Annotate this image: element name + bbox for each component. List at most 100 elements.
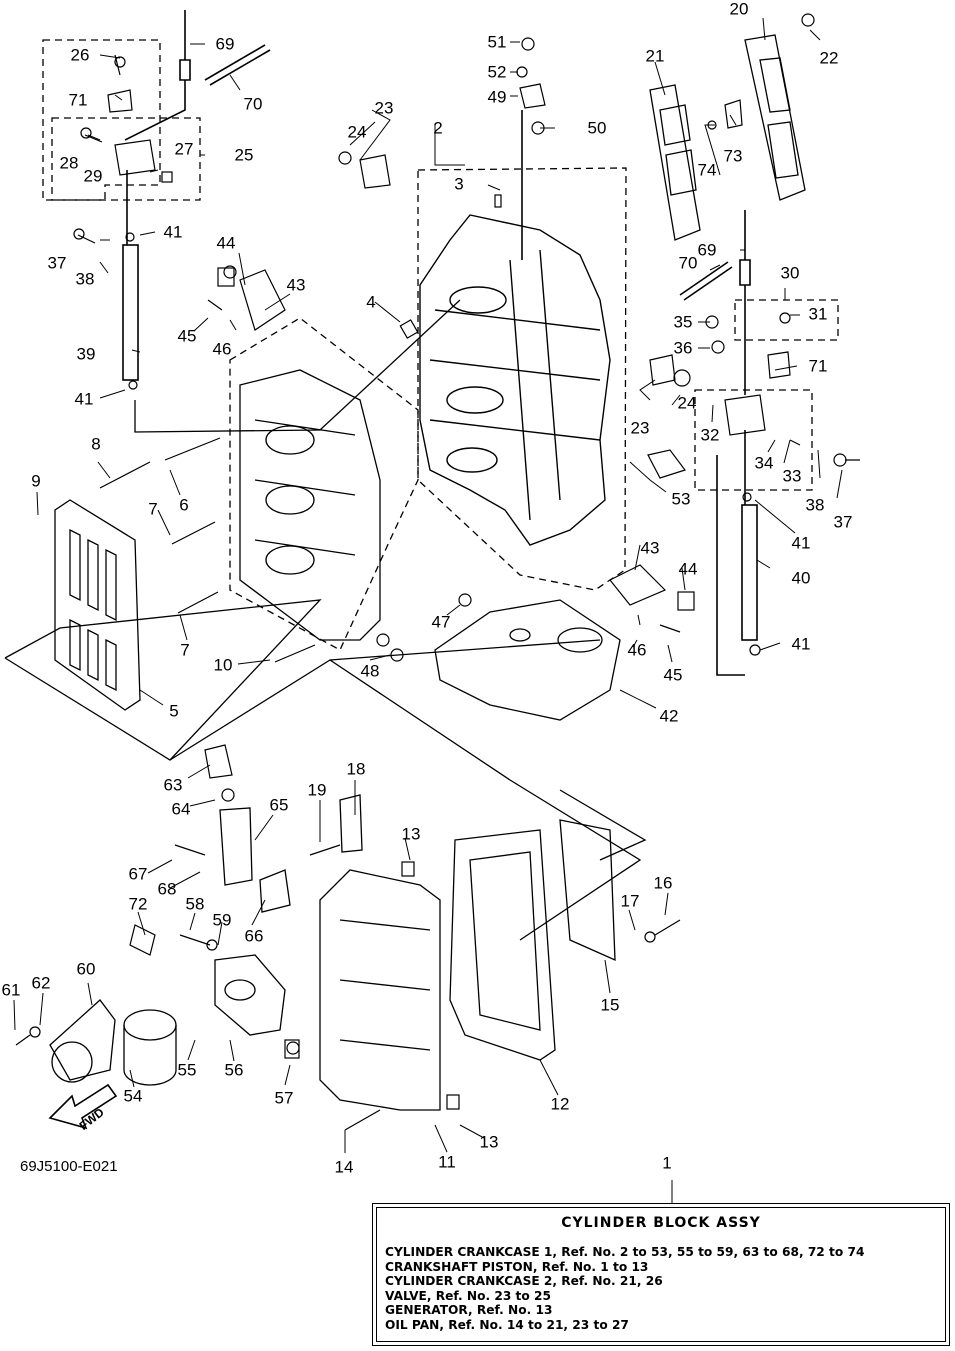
dashed-group-boxes [42, 39, 839, 651]
callout-label: 13 [401, 824, 421, 844]
gasket-42 [434, 599, 621, 721]
callout-label: 21 [645, 46, 665, 66]
callout-label: 34 [754, 453, 774, 473]
callout-label: 40 [791, 568, 811, 588]
callout-label: 18 [346, 759, 366, 779]
callout-label: 3 [454, 174, 464, 194]
callout-label: 71 [808, 356, 828, 376]
callout-label: 14 [334, 1157, 354, 1177]
callout-label: 69 [215, 34, 235, 54]
callout-label: 37 [833, 512, 853, 532]
callout-label: 29 [83, 166, 103, 186]
cylinder-block [419, 214, 611, 546]
callout-label: 23 [630, 418, 650, 438]
callout-label: 41 [791, 533, 811, 553]
callout-label: 22 [819, 48, 839, 68]
callout-label: 30 [780, 263, 800, 283]
callout-label: 7 [148, 499, 158, 519]
exhaust-cover-plate [54, 499, 141, 711]
callout-label: 19 [307, 780, 327, 800]
callout-label: 9 [31, 471, 41, 491]
callout-label: 16 [653, 873, 673, 893]
legend-line: OIL PAN, Ref. No. 14 to 21, 23 to 27 [385, 1317, 629, 1332]
callout-label: 54 [123, 1086, 143, 1106]
callout-label: 44 [216, 233, 236, 253]
drawing-code: 69J5100-E021 [20, 1158, 118, 1175]
callout-label: 35 [673, 312, 693, 332]
callout-label: 43 [286, 275, 306, 295]
callout-label: 12 [550, 1094, 570, 1114]
callout-label: 6 [179, 495, 189, 515]
callout-label: 32 [700, 425, 720, 445]
callout-label: 72 [128, 894, 148, 914]
cover-gasket-21 [649, 84, 701, 241]
oil-filter [49, 999, 177, 1086]
callout-label: 4 [366, 292, 376, 312]
callout-label: 52 [487, 62, 507, 82]
callout-label: 11 [438, 1152, 456, 1172]
callout-label: 47 [431, 612, 451, 632]
legend-line: CYLINDER CRANKCASE 1, Ref. No. 2 to 53, … [385, 1245, 865, 1259]
rods-and-wires [122, 10, 758, 676]
callout-label: 50 [587, 118, 607, 138]
callout-label: 60 [76, 959, 96, 979]
callout-label: 68 [157, 879, 177, 899]
callout-label: 24 [347, 122, 367, 142]
legend-box [372, 1203, 950, 1346]
callout-label: 20 [729, 0, 749, 19]
callout-label: 28 [59, 153, 79, 173]
callout-label: 69 [697, 240, 717, 260]
callout-label: 53 [671, 489, 691, 509]
callout-label: 65 [269, 795, 289, 815]
group-outline-lines [4, 299, 647, 941]
callout-label: 43 [640, 538, 660, 558]
callout-label: 66 [244, 926, 264, 946]
callout-label: 67 [128, 864, 148, 884]
callout-label: 8 [91, 434, 101, 454]
callout-label: 46 [212, 339, 232, 359]
callout-label: 58 [185, 894, 205, 914]
legend-line: VALVE, Ref. No. 23 to 25 [385, 1288, 551, 1303]
callout-label: 15 [600, 995, 620, 1015]
legend-line: CRANKSHAFT PISTON, Ref. No. 1 to 13 [385, 1259, 649, 1274]
callout-label: 61 [1, 980, 21, 1000]
callout-label: 55 [177, 1060, 197, 1080]
callout-label: 64 [171, 799, 191, 819]
legend-title: CYLINDER BLOCK ASSY [561, 1215, 761, 1231]
legend-callout: 1 [662, 1153, 672, 1173]
callout-label: 17 [620, 891, 640, 911]
legend-line: CYLINDER CRANKCASE 2, Ref. No. 21, 26 [385, 1274, 663, 1289]
callout-label: 25 [234, 145, 254, 165]
callout-label: 39 [76, 344, 96, 364]
callout-label: 38 [75, 269, 95, 289]
callout-label: 44 [678, 559, 698, 579]
callout-label: 27 [174, 139, 194, 159]
callout-label: 7 [180, 640, 190, 660]
callout-label: 70 [678, 253, 698, 273]
legend-lines: CYLINDER CRANKCASE 1, Ref. No. 2 to 53, … [385, 1245, 864, 1333]
callout-label: 23 [374, 98, 394, 118]
callout-label: 38 [805, 495, 825, 515]
callout-label: 57 [274, 1088, 294, 1108]
callout-label: 59 [212, 910, 232, 930]
callout-label: 49 [487, 87, 507, 107]
callout-label: 41 [163, 222, 183, 242]
callout-label: 33 [782, 466, 802, 486]
callout-label: 73 [723, 146, 743, 166]
callout-label: 70 [243, 94, 263, 114]
callout-label: 36 [673, 338, 693, 358]
cover-plate-20 [744, 34, 806, 201]
legend-inner-frame [376, 1207, 946, 1342]
callout-label: 41 [791, 634, 811, 654]
callout-label: 42 [659, 706, 679, 726]
callout-label: 41 [74, 389, 94, 409]
crankcase-half [239, 369, 381, 641]
callout-label: 45 [177, 326, 197, 346]
callout-label: 45 [663, 665, 683, 685]
callout-label: 2 [433, 118, 443, 138]
leader-lines [13, 17, 843, 1203]
callout-label: 63 [163, 775, 183, 795]
callout-label: 5 [169, 701, 179, 721]
